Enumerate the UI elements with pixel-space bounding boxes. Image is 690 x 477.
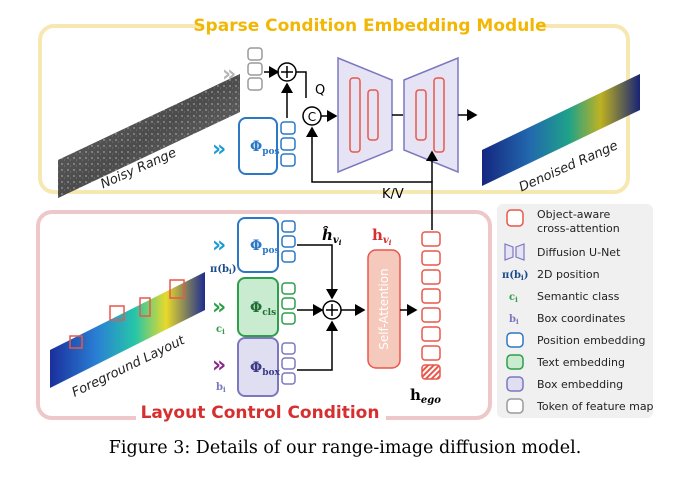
h-label: hvi	[372, 226, 392, 247]
pos-token-stack-top	[280, 121, 296, 167]
teal-chevron-icon-pos: »	[212, 233, 226, 258]
svg-text:Φpos: Φpos	[250, 238, 280, 256]
phi-pos-top	[238, 117, 278, 175]
diffusion-unet	[337, 56, 459, 174]
legend-icon-token	[506, 398, 524, 414]
bi-label: bi	[216, 382, 226, 394]
svg-text:Diffusion U-Net: Diffusion U-Net	[537, 246, 621, 259]
diagram-canvas: Sparse Condition Embedding Module Layout…	[36, 16, 654, 423]
legend-icon-position	[506, 332, 524, 348]
legend-icon-pi-b: π(bi)	[502, 270, 528, 282]
legend-icon-box	[506, 376, 524, 392]
cls-token-stack	[281, 282, 296, 325]
legend: Object-aware cross-attention Diffusion U…	[502, 208, 654, 414]
green-chevron-icon: »	[212, 295, 226, 320]
svg-text:Box coordinates: Box coordinates	[537, 312, 626, 325]
phi-cls	[237, 277, 279, 337]
phi-box	[237, 337, 279, 397]
teal-chevron-icon-top: »	[212, 137, 226, 162]
self-attention-label: Self-Attention	[377, 268, 391, 349]
legend-panel	[497, 204, 653, 418]
denoised-range-image	[482, 74, 640, 186]
figure-caption: Figure 3: Details of our range-image dif…	[108, 438, 582, 458]
gray-chevron-icon: »	[222, 62, 236, 87]
phi-pos-bottom	[237, 217, 279, 273]
pos-token-stack-bottom	[281, 220, 296, 263]
legend-icon-cross-attention	[506, 209, 524, 227]
self-attention-block	[367, 249, 401, 369]
svg-text:Token of feature map: Token of feature map	[536, 400, 654, 413]
box-token-stack	[281, 342, 296, 385]
svg-text:C: C	[308, 110, 316, 124]
svg-text:Semantic class: Semantic class	[537, 290, 620, 303]
magenta-chevron-icon: »	[212, 353, 226, 378]
svg-text:cross-attention: cross-attention	[537, 222, 620, 235]
ci-label: ci	[216, 324, 225, 336]
hhat-label: ĥvi	[322, 226, 342, 247]
foreground-layout-image	[50, 272, 205, 388]
svg-text:Object-aware: Object-aware	[537, 208, 611, 221]
svg-text:Φpos: Φpos	[250, 139, 280, 157]
hego-label: hego	[410, 386, 441, 406]
legend-icon-ci: ci	[509, 292, 518, 304]
pi-b-label: π(bi)	[210, 264, 236, 276]
gray-token-stack	[247, 47, 263, 91]
svg-text:Position embedding: Position embedding	[537, 334, 646, 347]
kv-label: K/V	[382, 187, 404, 202]
noisy-range-image	[58, 74, 240, 198]
svg-text:Text embedding: Text embedding	[536, 356, 625, 369]
bottom-module-title: Layout Control Condition	[141, 403, 380, 423]
svg-text:Box embedding: Box embedding	[537, 378, 623, 391]
legend-icon-unet	[504, 243, 525, 261]
svg-text:Φbox: Φbox	[250, 360, 280, 378]
red-token-stack	[421, 231, 441, 380]
legend-icon-bi: bi	[509, 314, 519, 326]
legend-icon-text	[506, 354, 524, 370]
q-label: Q	[315, 83, 325, 98]
svg-text:Φcls: Φcls	[250, 300, 276, 318]
svg-text:2D position: 2D position	[537, 268, 600, 281]
top-module-title: Sparse Condition Embedding Module	[193, 16, 546, 36]
